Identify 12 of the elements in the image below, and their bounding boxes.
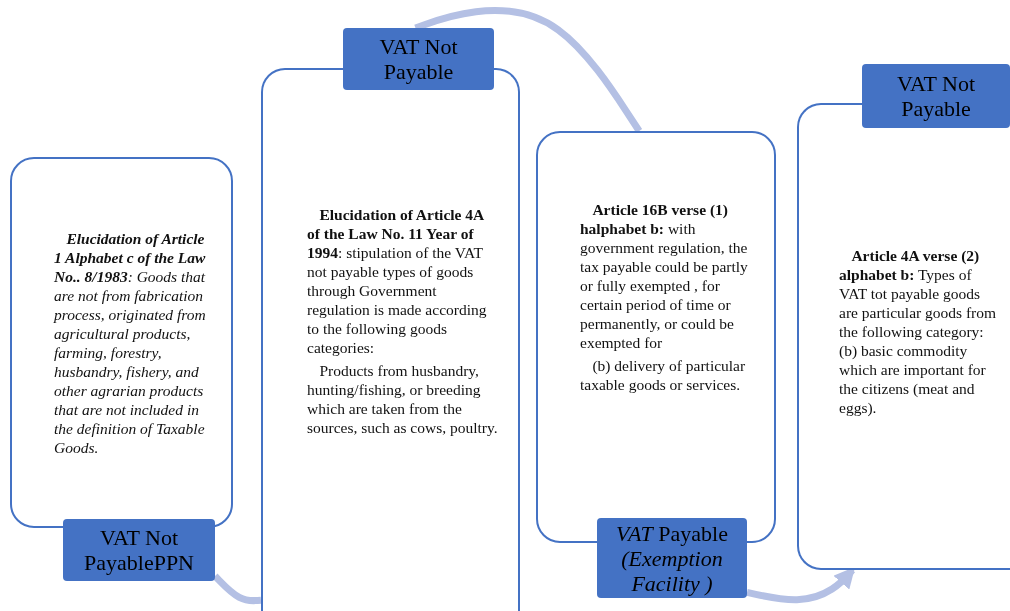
label-tab: VAT Payable (Exemption Facility ) xyxy=(597,518,747,598)
label-tab: VAT Not Payable xyxy=(862,64,1010,128)
text-card xyxy=(797,103,1010,570)
paragraph: Elucidation of Article 1 Alphabet c of the Law No.. 8/1983: Goods that are not from fabrication process, originated from agricultural products, farming, forestry, husbandry, fishery, and other agrarian products that are not included in the definition of Taxable Goods. xyxy=(54,228,207,457)
label-tab: VAT Not Payable xyxy=(343,28,494,90)
paragraph: Article 4A verse (2) alphabet b: Types of VAT tot payable goods are particular goods from the following category: (b) basic commodity which are important for the citizens (meat and eggs). xyxy=(839,246,998,417)
label-tab: VAT Not PayablePPN xyxy=(63,519,215,581)
paragraph: Article 16B verse (1) halphabet b: with government regulation, the tax payable could be partly or fully exempted , for certain period of time or permanently, or could be exempted for xyxy=(580,200,749,352)
paragraph: Elucidation of Article 4A of the Law No. 11 Year of 1994: stipulation of the VAT not payable types of goods through Government regulation is made according to the following goods categories: xyxy=(307,204,488,357)
paragraph: Products from husbandry, hunting/fishing, or breeding which are taken from the sources, such as cows, poultry. xyxy=(307,360,498,437)
text-card xyxy=(10,157,233,528)
paragraph: (b) delivery of particular taxable goods or services. xyxy=(580,356,747,394)
